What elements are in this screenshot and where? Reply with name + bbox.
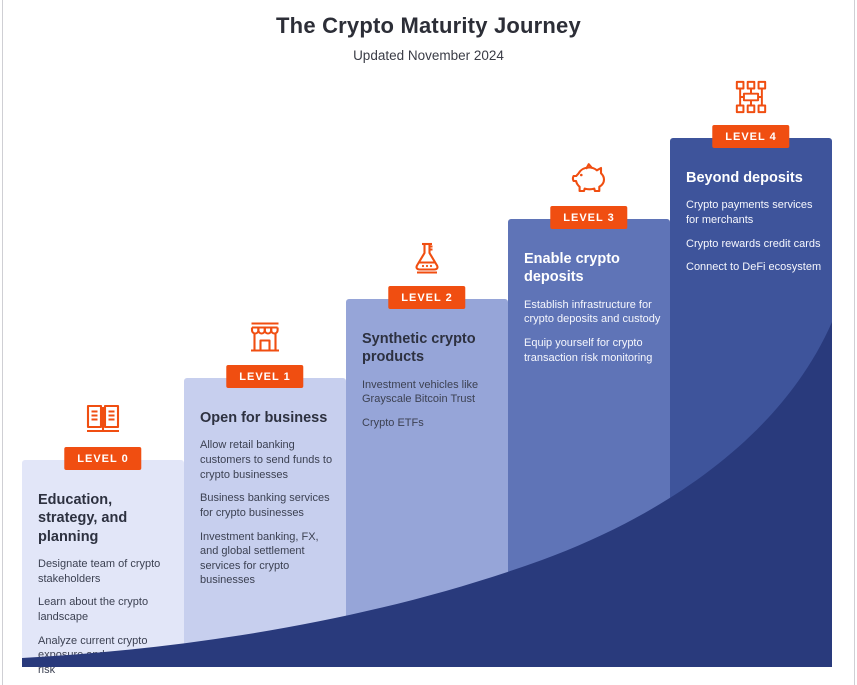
level-panel: Beyond deposits Crypto payments services…	[670, 138, 832, 667]
right-edge-line	[854, 0, 855, 685]
level-2-column: LEVEL 2 Synthetic crypto products Invest…	[346, 0, 508, 667]
storefront-icon	[245, 317, 285, 357]
level-title: Education, strategy, and planning	[38, 492, 128, 545]
level-item: Designate team of crypto stakeholders	[38, 558, 161, 585]
level-badge: LEVEL 0	[64, 447, 142, 470]
network-icon	[731, 77, 771, 117]
level-item: Allow retail banking customers to send f…	[200, 439, 333, 481]
level-title: Enable crypto deposits	[524, 251, 620, 286]
level-badge: LEVEL 3	[550, 206, 628, 229]
level-item: Crypto payments services for merchants	[686, 199, 813, 227]
level-badge-label: LEVEL 0	[77, 453, 129, 465]
page-subtitle: Updated November 2024	[353, 48, 504, 63]
piggy-bank-icon	[569, 158, 609, 198]
level-badge: LEVEL 4	[712, 125, 790, 148]
level-item: Crypto ETFs	[362, 417, 424, 430]
level-badge-label: LEVEL 2	[401, 292, 453, 304]
left-edge-line	[2, 0, 3, 685]
level-badge-label: LEVEL 3	[563, 212, 615, 224]
level-item: Connect to DeFi ecosystem	[686, 261, 822, 274]
level-item: Establish infrastructure for crypto depo…	[524, 298, 661, 326]
level-0-column: LEVEL 0 Education, strategy, and plannin…	[22, 0, 184, 676]
level-panel: Synthetic crypto products Investment veh…	[346, 299, 508, 667]
level-badge: LEVEL 1	[226, 365, 304, 388]
level-title: Beyond deposits	[686, 170, 803, 186]
level-item: Crypto rewards credit cards	[686, 237, 821, 250]
level-badge: LEVEL 2	[388, 286, 466, 309]
level-item: Learn about the crypto landscape	[38, 596, 149, 624]
level-item: Analyze current crypto exposure and asso…	[38, 634, 161, 676]
level-panel: Education, strategy, and planning Design…	[22, 460, 184, 676]
level-title: Open for business	[200, 410, 328, 426]
level-panel: Enable crypto deposits Establish infrast…	[508, 219, 670, 667]
page-title: The Crypto Maturity Journey	[276, 13, 581, 38]
level-title: Synthetic crypto products	[362, 331, 476, 366]
level-4-column: LEVEL 4 Beyond deposits Crypto payments …	[670, 0, 832, 667]
flask-icon	[407, 238, 447, 278]
level-item: Business banking services for crypto bus…	[200, 492, 330, 519]
level-badge-label: LEVEL 1	[239, 371, 291, 383]
level-item: Investment banking, FX, and global settl…	[200, 530, 319, 587]
level-3-column: LEVEL 3 Enable crypto deposits Establish…	[508, 0, 670, 667]
header: The Crypto Maturity Journey Updated Nove…	[0, 13, 857, 63]
level-1-column: LEVEL 1 Open for business Allow retail b…	[184, 0, 346, 667]
staircase-content: LEVEL 0 Education, strategy, and plannin…	[22, 0, 832, 676]
level-item: Equip yourself for crypto transaction ri…	[524, 337, 653, 364]
level-item: Investment vehicles like Grayscale Bitco…	[362, 378, 479, 406]
level-badge-label: LEVEL 4	[725, 131, 777, 143]
level-panel: Open for business Allow retail banking c…	[184, 378, 346, 667]
open-book-icon	[83, 399, 123, 439]
